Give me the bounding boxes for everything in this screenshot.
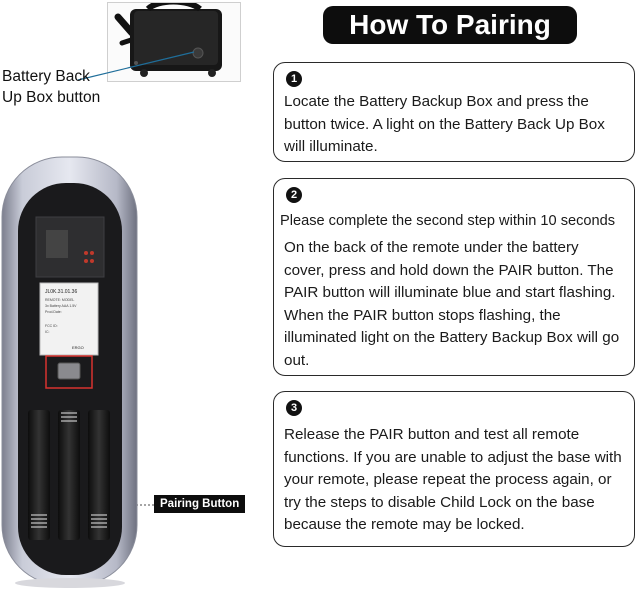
pair-button[interactable]	[57, 362, 81, 380]
battery-backup-box-illustration	[114, 0, 222, 77]
step-3-line: try the steps to disable Child Lock on t…	[284, 493, 595, 511]
battery-backup-label-line1: Battery Back	[2, 68, 90, 85]
sticker-model: JL0K.31.01.36	[45, 289, 77, 295]
step-3-line: functions. If you are unable to adjust t…	[284, 448, 622, 466]
step-1-line: will illuminate.	[284, 138, 378, 155]
page-title: How To Pairing	[323, 6, 577, 44]
step-1-number: 1	[286, 71, 302, 87]
remote-illustration: JL0K.31.01.36 REMOTE: MODEL 3x Battery A…	[1, 156, 138, 588]
step-1-box: 1 Locate the Battery Backup Box and pres…	[273, 62, 635, 162]
step-3-number: 3	[286, 400, 302, 416]
step-3-box: 3 Release the PAIR button and test all r…	[273, 391, 635, 547]
step-2-line: illuminated light on the Battery Backup …	[284, 329, 620, 346]
battery-backup-label-line2: Up Box button	[2, 89, 101, 106]
step-2-line: PAIR button will illuminate blue and sta…	[284, 284, 616, 301]
sticker-line1: REMOTE: MODEL	[45, 298, 74, 302]
sticker-line5: IC:	[45, 330, 50, 334]
step-1-text: Locate the Battery Backup Box and press …	[284, 91, 605, 159]
remote-back-photo: JL0K.31.01.36 REMOTE: MODEL 3x Battery A…	[0, 155, 150, 590]
step-2-box: 2 Please complete the second step within…	[273, 178, 635, 376]
step-2-line: out.	[284, 351, 310, 369]
step-2-line: When the PAIR button stops flashing, the	[284, 306, 561, 324]
sticker-line3: Prod.Date:	[45, 310, 62, 314]
step-2-text: On the back of the remote under the batt…	[284, 237, 619, 372]
step-2-line: On the back of the remote under the batt…	[284, 239, 579, 256]
step-3-line: your remote, please repeat the process a…	[284, 471, 612, 488]
step-1-line: button twice. A light on the Battery Bac…	[284, 115, 605, 133]
battery-backup-box-photo	[107, 0, 241, 82]
step-2-line: cover, press and hold down the PAIR butt…	[284, 261, 614, 279]
pair-button-highlight	[45, 355, 93, 389]
step-3-text: Release the PAIR button and test all rem…	[284, 424, 622, 537]
sticker-line4: FCC ID:	[45, 324, 58, 328]
sticker-line2: 3x Battery AAA 1.5V	[45, 304, 77, 308]
step-3-line: because the remote may be locked.	[284, 516, 525, 533]
step-3-line: Release the PAIR button and test all rem…	[284, 426, 580, 443]
sticker-brand: ERGO	[72, 345, 84, 350]
pairing-button-label: Pairing Button	[154, 495, 246, 513]
battery-button-callout-line	[77, 51, 195, 81]
step-1-line: Locate the Battery Backup Box and press …	[284, 93, 589, 110]
battery-backup-label: Battery Back Up Box button	[2, 66, 100, 108]
step-2-note: Please complete the second step within 1…	[280, 213, 616, 229]
step-2-number: 2	[286, 187, 302, 203]
